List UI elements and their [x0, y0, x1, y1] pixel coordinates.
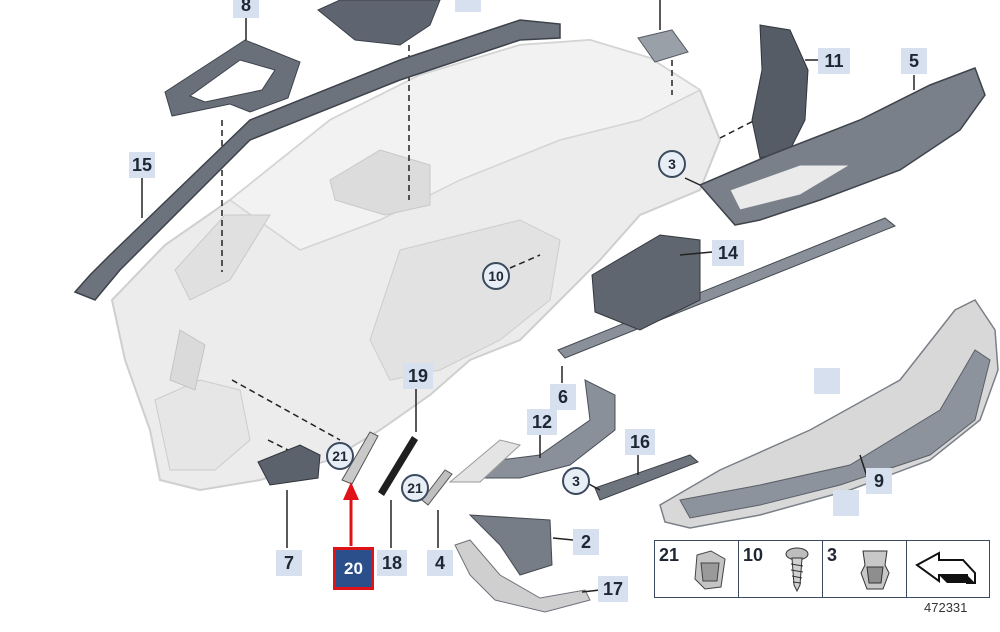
circle-label-21-left: 21 — [326, 442, 354, 470]
top-cover-shape — [317, 0, 441, 46]
dashboard-carrier — [110, 38, 722, 492]
label-5: 5 — [901, 48, 927, 74]
label-2: 2 — [573, 529, 599, 555]
legend-item-3: 3 — [823, 541, 907, 597]
legend-number-3: 3 — [827, 545, 838, 565]
highlight-label-20[interactable]: 20 — [333, 547, 374, 590]
label-12: 12 — [527, 409, 557, 435]
part-8-shape — [164, 39, 301, 117]
label-15: 15 — [129, 152, 155, 178]
circle-label-10: 10 — [482, 262, 510, 290]
label-16: 16 — [625, 429, 655, 455]
part-16-shape — [594, 454, 699, 501]
label-8: 8 — [233, 0, 259, 18]
label-14: 14 — [712, 240, 744, 266]
label-18: 18 — [377, 550, 407, 576]
label-blank-2 — [833, 490, 859, 516]
part-17-shape — [454, 539, 591, 613]
label-blank — [814, 368, 840, 394]
legend-number-10: 10 — [743, 545, 764, 565]
label-top — [455, 0, 481, 12]
legend-item-21: 21 — [655, 541, 739, 597]
part-7-shape — [257, 444, 321, 486]
fastener-legend: 21 10 3 — [654, 540, 990, 598]
part-14-shape — [591, 234, 701, 331]
label-17: 17 — [598, 576, 628, 602]
label-4: 4 — [427, 550, 453, 576]
spring-nut-icon — [860, 550, 890, 590]
label-11: 11 — [818, 48, 850, 74]
legend-item-10: 10 — [739, 541, 823, 597]
part-15-shape — [73, 19, 561, 301]
circle-label-3-bottom: 3 — [562, 467, 590, 495]
circle-label-21-right: 21 — [401, 474, 429, 502]
part-12-shape — [478, 379, 616, 479]
label-7: 7 — [276, 550, 302, 576]
clip-icon — [694, 550, 726, 590]
part-18-shape — [378, 436, 418, 496]
label-6: 6 — [550, 384, 576, 410]
part-11-shape — [751, 24, 809, 159]
diagram-reference-number: 472331 — [924, 600, 968, 615]
label-9: 9 — [866, 468, 892, 494]
highlight-arrow — [343, 482, 359, 546]
circle-label-3-top: 3 — [658, 150, 686, 178]
legend-item-orientation — [907, 541, 989, 597]
legend-number-21: 21 — [659, 545, 680, 565]
orientation-arrow-icon — [915, 551, 976, 584]
screw-icon — [785, 547, 809, 593]
part-2-shape — [468, 514, 553, 576]
part-9-shape — [659, 299, 999, 529]
label-19: 19 — [403, 363, 433, 389]
